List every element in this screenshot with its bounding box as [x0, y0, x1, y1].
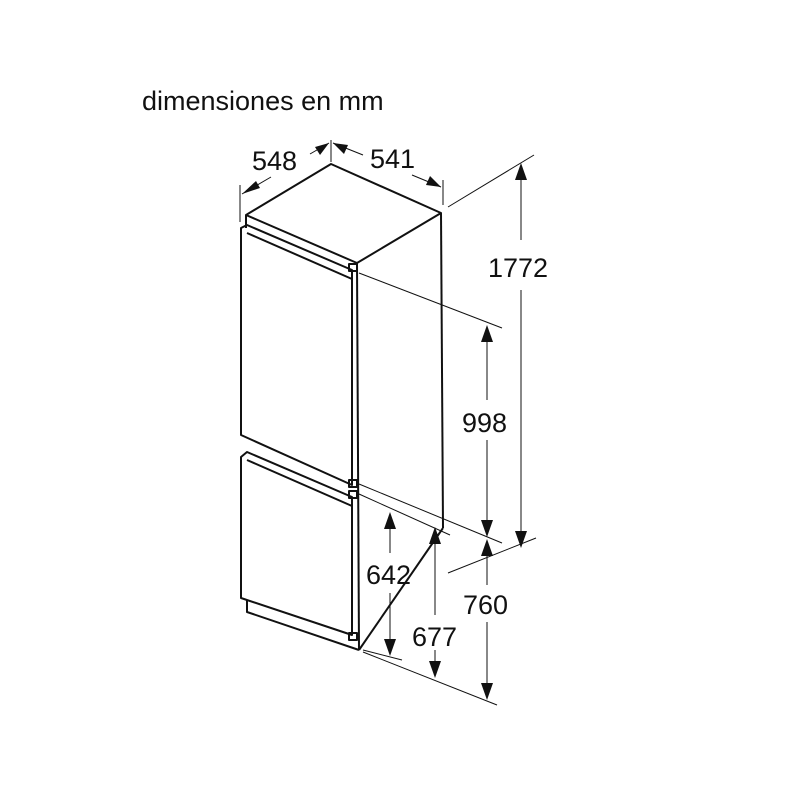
diagram-title: dimensiones en mm — [142, 86, 384, 116]
top-height-extension — [447, 154, 535, 208]
niche-arrow-top — [481, 539, 493, 556]
upper-hinge-icon — [348, 263, 358, 272]
fridge-body — [245, 163, 444, 651]
bottom-hinge-icon — [348, 632, 358, 641]
lower-door-arrow-bottom — [384, 639, 396, 656]
lower-door-height-dimension: 642 — [366, 512, 411, 656]
lower-door — [240, 451, 360, 651]
lower-door-panel — [240, 451, 353, 636]
total-height-arrow-bottom — [515, 531, 527, 548]
upper-door-panel — [240, 224, 353, 486]
depth-arrow-right — [315, 143, 329, 155]
width-arrow-left — [333, 143, 348, 154]
lower-section-height-dimension: 677 — [412, 527, 457, 678]
depth-arrow-left — [242, 181, 260, 194]
lower-section-height-label: 677 — [412, 622, 457, 652]
niche-lower-height-dimension: 760 — [463, 539, 508, 700]
upper-door-height-label: 998 — [462, 408, 507, 438]
lower-section-arrow-top — [429, 527, 441, 544]
middle-extension-a — [358, 483, 503, 544]
fridge-top — [245, 163, 442, 264]
total-height-label: 1772 — [488, 253, 548, 283]
upper-door-arrow-top — [481, 325, 493, 342]
upper-door-handle-line — [246, 232, 353, 280]
lower-door-arrow-top — [384, 512, 396, 529]
lower-section-arrow-bottom — [429, 661, 441, 678]
fridge-right-edge — [440, 212, 444, 529]
bottom-extension-a — [362, 649, 403, 661]
upper-door-height-dimension: 998 — [462, 325, 507, 537]
upper-door-extension — [358, 272, 503, 329]
width-label: 541 — [370, 144, 415, 174]
total-height-dimension: 1772 — [488, 163, 548, 548]
lower-door-handle-line — [246, 459, 353, 507]
niche-lower-height-label: 760 — [463, 590, 508, 620]
width-arrow-right — [426, 176, 441, 187]
middle-hinge-icon — [348, 479, 358, 488]
niche-arrow-bottom — [481, 683, 493, 700]
lower-door-height-label: 642 — [366, 560, 411, 590]
depth-label: 548 — [252, 146, 297, 176]
plinth — [246, 600, 360, 651]
upper-door-arrow-bottom — [481, 520, 493, 537]
top-dimensions: 548 541 — [239, 140, 444, 222]
fridge-front-right-edge — [356, 262, 360, 651]
lower-hinge-icon — [348, 490, 358, 499]
bottom-extension-b — [362, 651, 498, 706]
fridge-bottom-right-edge — [358, 527, 444, 651]
upper-door — [240, 224, 358, 488]
middle-extension-b — [358, 493, 451, 536]
total-height-arrow-top — [515, 163, 527, 180]
